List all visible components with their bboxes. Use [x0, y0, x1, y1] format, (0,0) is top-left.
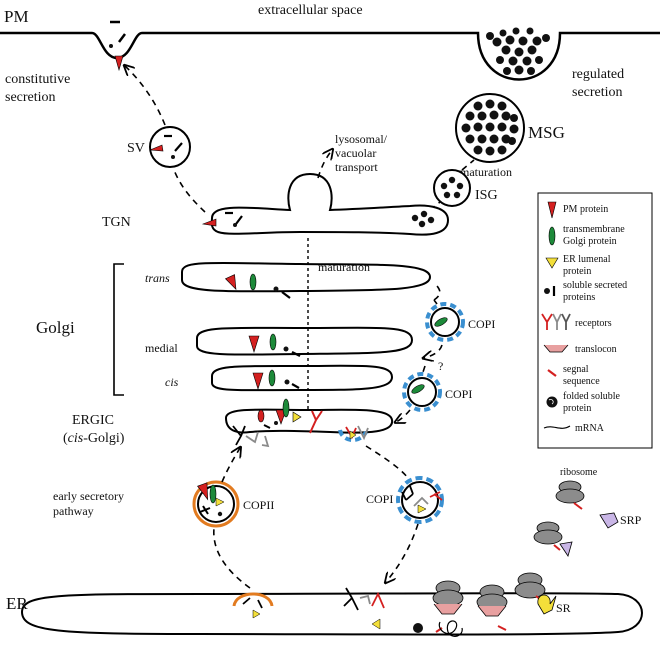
maturation-top-label: maturation [460, 165, 512, 179]
signal-sequence-icon [547, 369, 557, 377]
copi-upper-label: COPI [468, 317, 495, 331]
pm-fusion-cargo [109, 20, 126, 72]
srp-targeting [514, 572, 557, 615]
ergic-label-1: ERGIC [72, 413, 114, 428]
legend-item-8-line-1: folded soluble [563, 391, 620, 402]
legend-item-9-line-1: mRNA [575, 423, 605, 434]
cis-to-copi-mid-arrow [422, 365, 426, 373]
question-label: ? [438, 359, 443, 373]
free-ribosome [555, 480, 585, 510]
srp-label: SRP [620, 513, 642, 527]
legend-item-3-line-2: protein [563, 266, 591, 277]
constitutive-label-1: constitutive [5, 72, 70, 87]
copi-lower-label: COPI [366, 492, 393, 506]
folded-soluble-protein-icon [546, 396, 558, 408]
trans-to-copi-arrow [433, 285, 441, 305]
medial-label: medial [145, 341, 178, 355]
lysosomal-transport-arrow [317, 150, 332, 179]
legend-item-4-line-1: soluble secreted [563, 280, 627, 291]
copii-label: COPII [243, 498, 274, 512]
receptors-icon [541, 313, 571, 330]
legend-item-7-line-1: segnal [563, 364, 589, 375]
fusing-granule [486, 27, 550, 75]
trans-golgi-network [201, 172, 450, 236]
copi-mid-arrow [396, 409, 411, 422]
isg-to-msg-arrow [461, 159, 475, 171]
sr-label: SR [556, 601, 571, 615]
ergic-compartment [224, 398, 394, 448]
transmembrane-golgi-protein-icon [548, 226, 556, 246]
tgn-to-sv-arrow [173, 169, 206, 213]
sv-to-pm-arrow [125, 66, 166, 126]
copii-to-ergic-arrow [221, 448, 240, 483]
legend-item-2-line-2: Golgi protein [563, 236, 617, 247]
secretory-vesicle [149, 126, 191, 168]
immature-secretory-granule [433, 169, 471, 207]
lysosomal-label-3: transport [335, 160, 378, 174]
copi-vesicle-mid [402, 372, 442, 412]
cis-label: cis [165, 375, 179, 389]
regulated-label-1: regulated [572, 67, 624, 82]
maturation-mid-label: maturation [318, 260, 370, 274]
isg-label: ISG [475, 188, 498, 203]
legend: PM protein transmembrane Golgi protein E… [537, 192, 653, 449]
translocon-icon [543, 344, 569, 353]
legend-item-8-line-2: protein [563, 403, 591, 414]
early-pathway-label-2: pathway [53, 504, 94, 518]
ergic-to-copi-arrow [365, 445, 409, 479]
tgn-label: TGN [102, 215, 131, 230]
er-lumenal-protein-icon [545, 257, 559, 269]
ribosome-srp-binding [533, 521, 573, 557]
lysosomal-label-2: vacuolar [335, 146, 376, 160]
copi-mid-label: COPI [445, 387, 472, 401]
pm-label: PM [4, 7, 29, 26]
er-to-copii-arrow [213, 527, 251, 589]
mrna-icon [543, 425, 571, 429]
legend-item-7-line-2: sequence [563, 376, 600, 387]
ribosome-label: ribosome [560, 467, 598, 478]
medial-cisterna [196, 326, 414, 357]
ergic-label-2: (cis-Golgi) [63, 431, 125, 446]
trans-cisterna [181, 261, 432, 299]
copi-upper-retrograde-arrow [424, 344, 443, 358]
msg-label: MSG [528, 123, 565, 142]
pm-protein-icon [547, 201, 557, 219]
early-pathway-label-1: early secretory [53, 489, 124, 503]
copi-to-er-arrow [386, 523, 419, 582]
free-srp [599, 512, 619, 529]
copi-vesicle-upper [425, 302, 465, 342]
sr-icon [537, 594, 557, 615]
copi-vesicle-lower [396, 476, 444, 524]
golgi-label: Golgi [36, 318, 75, 337]
legend-item-6-line-1: translocon [575, 344, 617, 355]
legend-item-4-line-2: proteins [563, 292, 595, 303]
extracellular-label: extracellular space [258, 3, 363, 18]
legend-item-5-line-1: receptors [575, 318, 612, 329]
legend-item-3-line-1: ER lumenal [563, 254, 611, 265]
constitutive-label-2: secretion [5, 90, 56, 105]
soluble-secreted-protein-icon [544, 286, 556, 296]
cis-cisterna [211, 364, 394, 392]
plasma-membrane [0, 20, 660, 81]
legend-item-1-line-1: PM protein [563, 204, 608, 215]
regulated-label-2: secretion [572, 85, 623, 100]
legend-item-2-line-1: transmembrane [563, 224, 625, 235]
trans-label: trans [145, 271, 170, 285]
lysosomal-label-1: lysosomal/ [335, 132, 388, 146]
copii-vesicle [192, 480, 240, 528]
golgi-bracket [113, 263, 124, 396]
sv-label: SV [127, 141, 145, 156]
mature-secretory-granule [455, 93, 525, 163]
er-label: ER [6, 594, 28, 613]
translocating-ribosomes [432, 580, 508, 637]
